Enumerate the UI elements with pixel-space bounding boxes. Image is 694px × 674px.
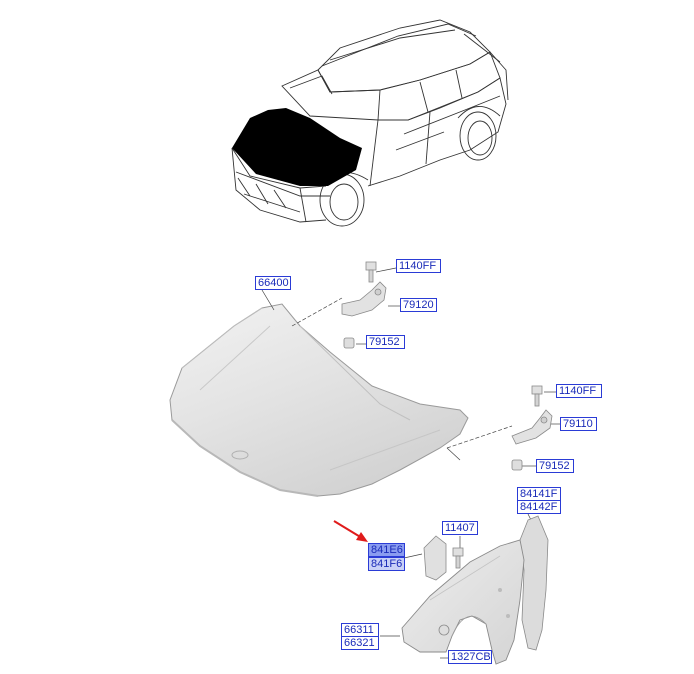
label-cap-rh[interactable]: 79152 <box>536 459 574 473</box>
hood-panel <box>169 303 469 497</box>
cap-lh <box>343 337 355 349</box>
bolt-right <box>531 385 543 407</box>
hinge-rh <box>511 409 553 445</box>
label-pad-b[interactable]: 841F6 <box>368 557 405 571</box>
label-bolt-top[interactable]: 1140FF <box>396 259 441 273</box>
fender-panel <box>401 539 525 665</box>
label-bolt-fender[interactable]: 11407 <box>442 521 478 535</box>
label-bolt-right[interactable]: 1140FF <box>556 384 602 398</box>
bolt-fender <box>452 547 464 569</box>
label-pad-a[interactable]: 841E6 <box>368 543 405 557</box>
label-hinge-lh[interactable]: 79120 <box>400 298 437 312</box>
vehicle-hood-highlight <box>232 108 362 186</box>
label-hood[interactable]: 66400 <box>255 276 291 290</box>
label-hinge-rh[interactable]: 79110 <box>560 417 597 431</box>
label-clip[interactable]: 1327CB <box>448 650 492 664</box>
label-insulator-b[interactable]: 84142F <box>517 500 561 514</box>
clip <box>438 624 450 636</box>
label-cap-lh[interactable]: 79152 <box>366 335 405 349</box>
fender-pad <box>423 535 447 581</box>
label-fender-rh[interactable]: 66321 <box>341 636 379 650</box>
label-insulator-a[interactable]: 84141F <box>517 487 561 501</box>
bolt-top <box>365 261 377 283</box>
cap-rh <box>511 459 523 471</box>
fender-insulator <box>519 515 549 651</box>
hinge-lh <box>341 281 387 317</box>
label-fender-lh[interactable]: 66311 <box>341 623 379 637</box>
red-arrow-icon <box>333 520 368 542</box>
